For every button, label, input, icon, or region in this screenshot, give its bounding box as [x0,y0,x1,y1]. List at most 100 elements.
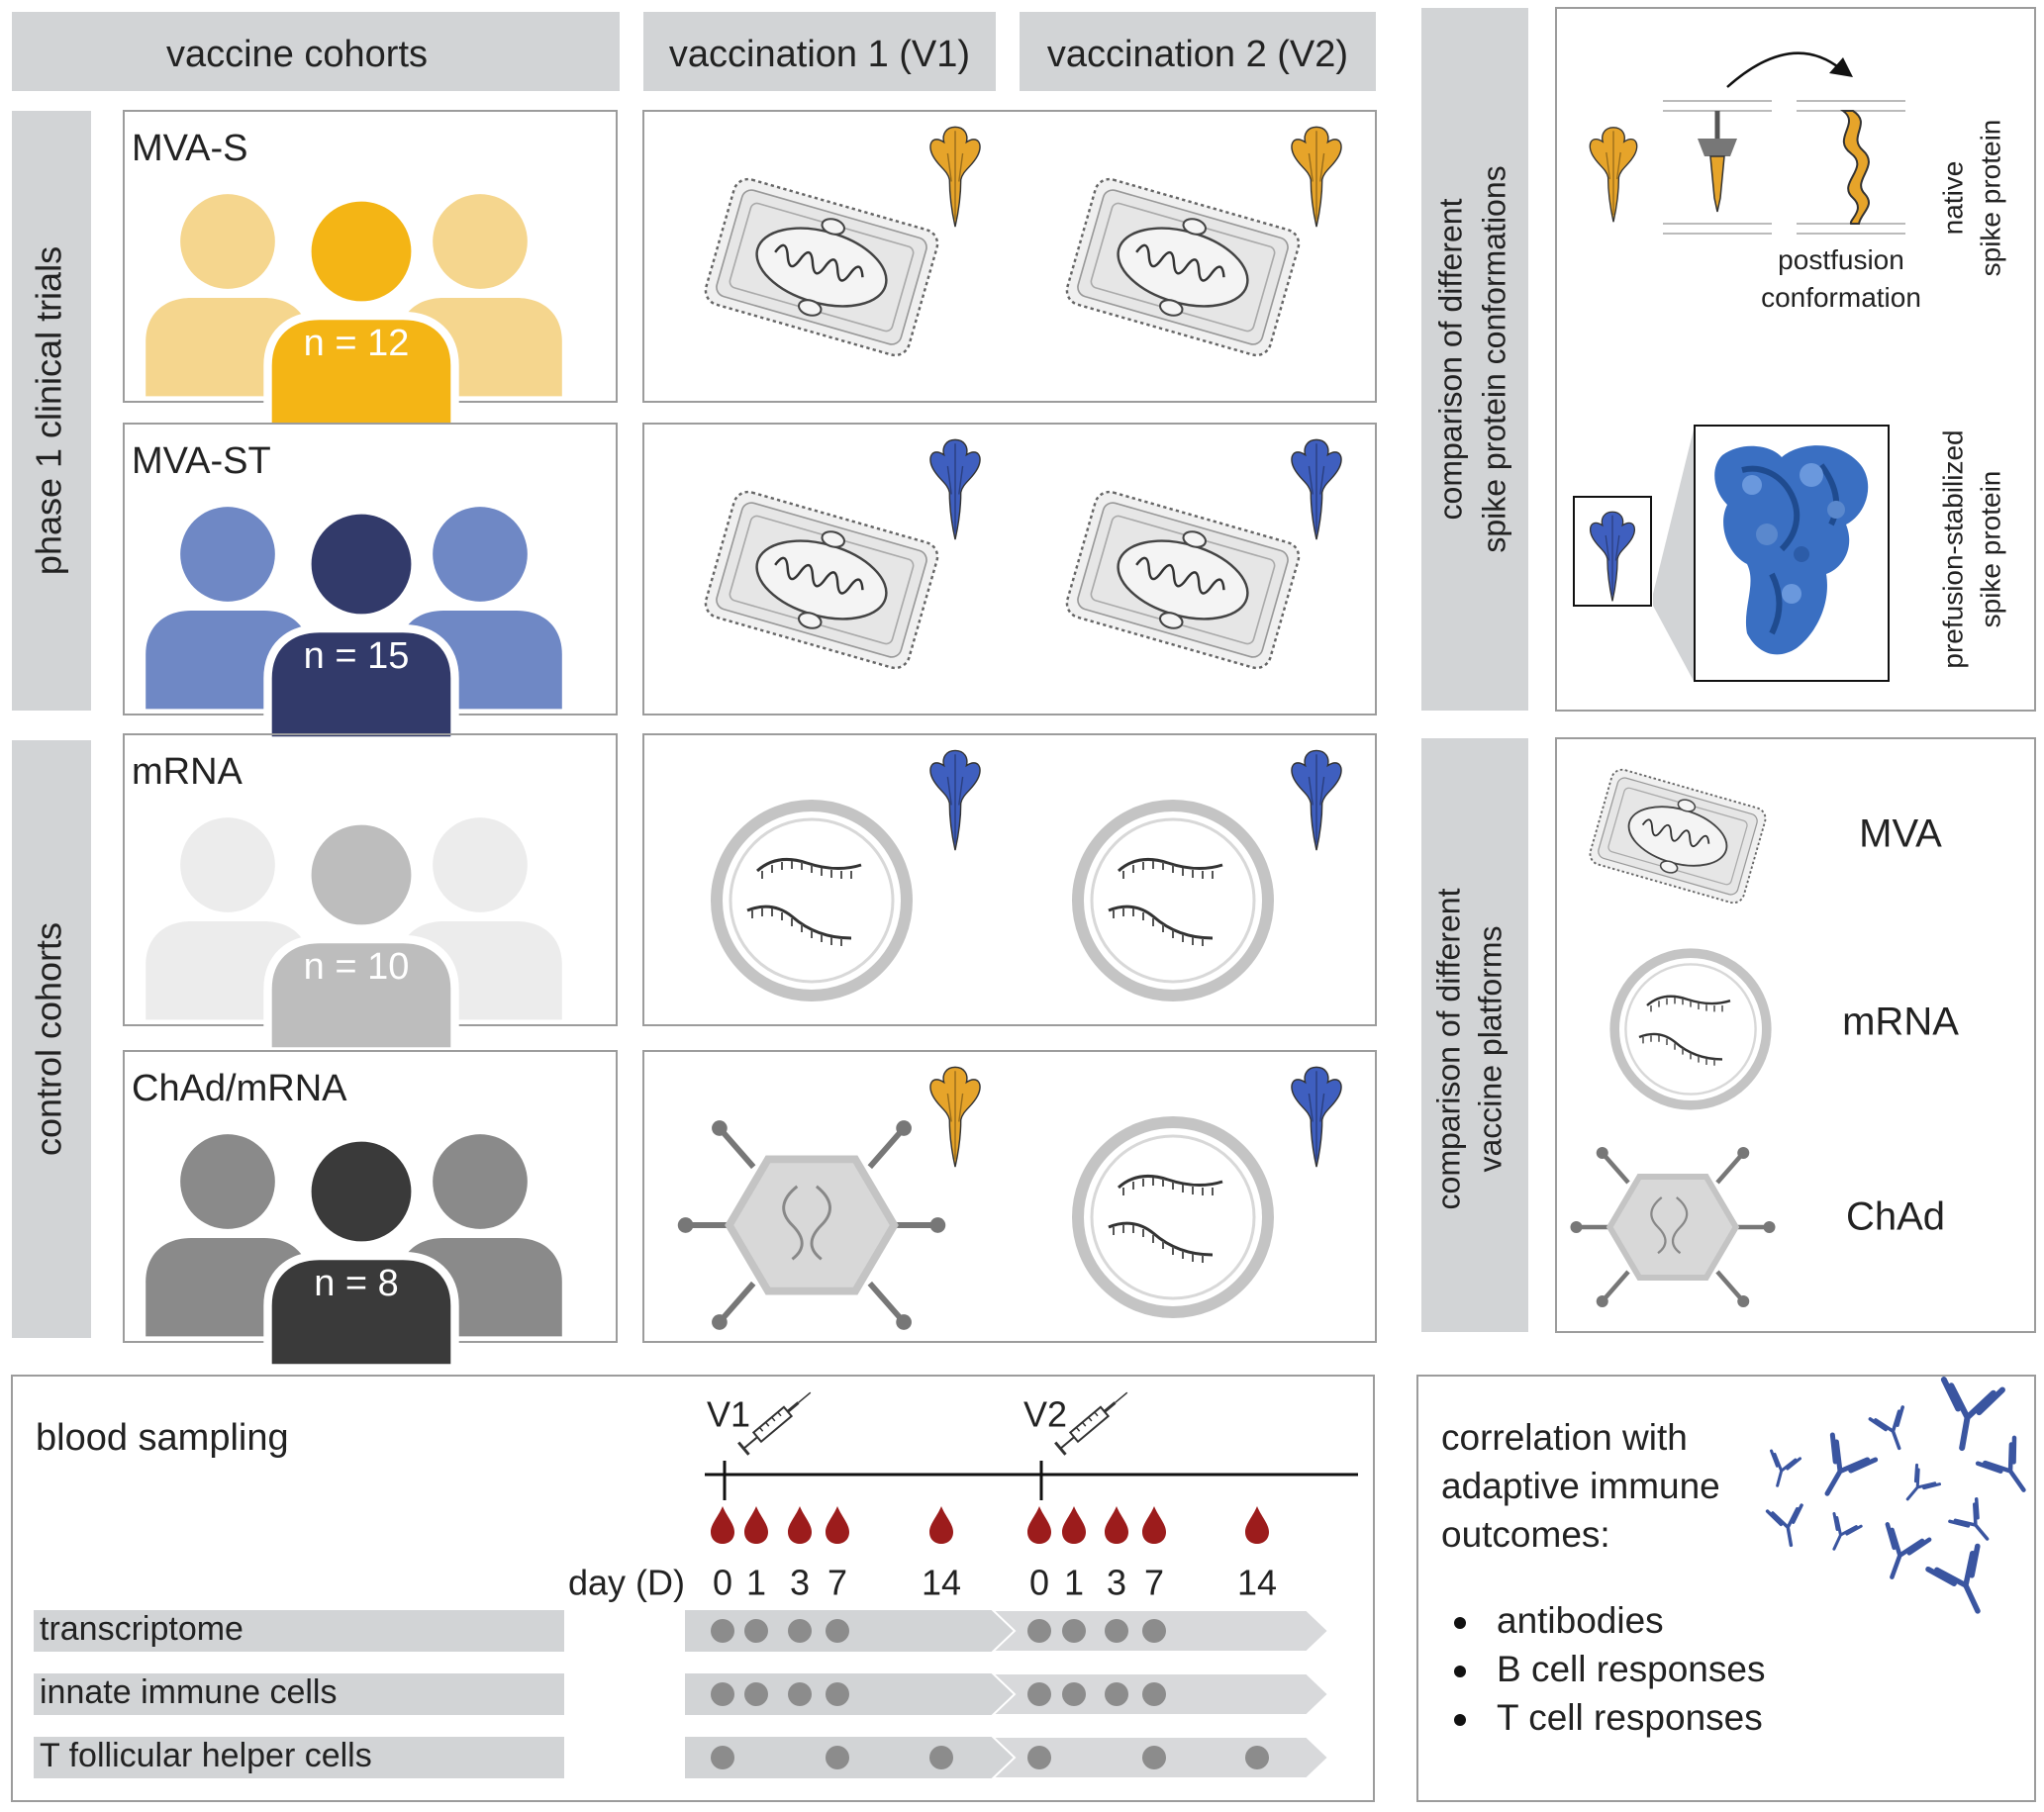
blood-sampling-title: blood sampling [36,1417,289,1459]
conformation-side-label-2: spike protein conformations [1476,165,1511,552]
group-phase1: phase 1 clinical trials [12,111,91,711]
postfusion-label-2: conformation [1761,282,1921,313]
platform-label-mrna: mRNA [1842,1001,1959,1044]
v1-stabilized-spike-icon [929,438,981,540]
platform-label-mva: MVA [1859,812,1942,856]
person-icon [263,506,459,745]
day-label: 14 [922,1563,961,1603]
day-label: 1 [746,1563,766,1603]
sample-dot [1245,1746,1269,1769]
native-spike-icon [1589,127,1638,223]
blood-drop-icon [1105,1506,1128,1544]
cohort-size: n = 10 [304,946,410,988]
platform-side-label-1: comparison of different [1430,888,1466,1209]
cohort-name: mRNA [132,751,243,793]
assay-row: transcriptome [34,1609,1330,1653]
stabilized-label-1: prefusion-stabilized [1937,429,1968,668]
antibody-cluster-icon [1765,1377,2026,1614]
blood-sampling-box [11,1375,1375,1802]
blood-drop-icon [711,1506,734,1544]
postfusion-label-1: postfusion [1778,244,1904,275]
antibody-icon [1885,1522,1932,1579]
stabilized-spike-frame [1573,496,1652,607]
v2-mrna-vector-icon [1078,1122,1268,1312]
day-label: 7 [1144,1563,1164,1603]
platform-mrna-icon [1614,953,1767,1105]
correlation-bullets: antibodies B cell responses T cell respo… [1454,1600,1765,1738]
v1-chad-vector-icon [678,1120,945,1330]
antibody-icon [1948,1497,1990,1541]
zoom-wedge [1653,426,1695,683]
postfusion-spike-icon [1839,110,1870,225]
day-label: 1 [1064,1563,1084,1603]
vaccination-marker-v1: V1 [707,1394,750,1435]
assay-name: transcriptome [40,1610,243,1648]
day-label: 3 [790,1563,810,1603]
blood-drop-icon [1027,1506,1051,1544]
sample-dot [1062,1619,1086,1643]
blood-drop-icon [1062,1506,1086,1544]
v1-mva-vector-icon [701,174,942,360]
sample-dot [1142,1619,1166,1643]
v1-mrna-vector-icon [717,806,907,996]
blood-drop-icon [929,1506,953,1544]
v1-native-spike-icon [929,126,981,228]
header-vaccination-1: vaccination 1 (V1) [643,12,996,91]
group-control: control cohorts [12,740,91,1338]
correlation-title-1: correlation with [1441,1417,1688,1458]
sample-dot [1105,1682,1128,1706]
antibody-icon [1868,1405,1904,1451]
conformation-box [1555,7,2036,712]
antibody-icon [1824,1432,1879,1496]
syringe-icon [1054,1391,1128,1456]
native-label-1: native [1937,161,1968,236]
assay-row: innate immune cells [34,1672,1330,1716]
vaccination-card [642,733,1377,1026]
bullet-icon [1454,1617,1466,1629]
conformation-arrow-icon [1726,51,1842,88]
bullet-icon [1454,1714,1466,1726]
sample-dot [711,1746,734,1769]
cohort-name: MVA-ST [132,440,271,482]
assay-label-bar [34,1737,564,1778]
sample-dot [1142,1682,1166,1706]
bullet-b-cells: B cell responses [1497,1649,1765,1689]
v1-mva-vector-icon [701,487,942,673]
vaccination-card [642,110,1377,403]
v2-native-spike-icon [1291,126,1342,228]
platform-mva-icon [1586,766,1770,906]
v2-mva-vector-icon [1062,174,1304,360]
blood-drop-icon [1245,1506,1269,1544]
v1-native-spike-icon [929,1066,981,1168]
sample-dot [788,1619,812,1643]
conformation-side-bar [1421,8,1528,711]
header-v1-label: vaccination 1 (V1) [669,34,970,75]
v2-stabilized-spike-icon [1291,749,1342,851]
sample-dot [1027,1619,1051,1643]
blood-drop-icon [1142,1506,1166,1544]
antibody-icon [1770,1449,1802,1487]
day-label: 0 [713,1563,732,1603]
correlation-title-2: adaptive immune [1441,1466,1720,1506]
cohort-card: MVA-Sn = 12 [123,110,618,432]
cohort-card: mRNA n = 10 [123,733,618,1056]
antibody-icon [1940,1377,2005,1452]
antibody-icon [1832,1512,1863,1551]
assay-name: T follicular helper cells [40,1737,372,1774]
v1-stabilized-spike-icon [929,749,981,851]
cohort-size: n = 15 [304,635,410,677]
assay-label-bar [34,1673,564,1715]
bullet-t-cells: T cell responses [1497,1697,1763,1738]
stabilized-label-2: spike protein [1975,471,2005,628]
person-icon [263,1133,459,1373]
syringe-icon [737,1391,812,1456]
blood-drop-icon [788,1506,812,1544]
person-icon [263,193,459,432]
v2-stabilized-spike-icon [1291,438,1342,540]
v1-phase-arrow [685,1610,1015,1652]
assay-label-bar [34,1610,564,1652]
sample-dot [1027,1746,1051,1769]
sample-dot [744,1619,768,1643]
vaccination-layer [642,110,1377,1343]
